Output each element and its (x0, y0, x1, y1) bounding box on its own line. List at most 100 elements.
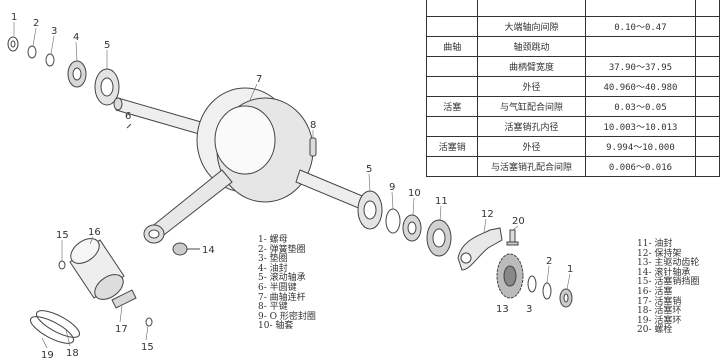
table-cell-item (477, 0, 586, 17)
table-row: 活塞 与气缸配合间隙 0.03～0.05 (425, 96, 720, 117)
callout-3: 3 (51, 26, 57, 37)
part-nut-1 (7, 36, 19, 52)
table-cell-extra (695, 116, 720, 137)
part-piston-pin-17 (111, 289, 137, 309)
table-cell-category: 曲轴 (425, 36, 479, 57)
legend-item: 8- 平键 (258, 302, 288, 313)
table-cell-extra (695, 76, 720, 97)
table-cell-value (584, 0, 697, 17)
part-oil-seal-11 (426, 219, 452, 257)
table-cell-category (425, 0, 479, 17)
table-cell-extra (695, 36, 720, 57)
table-cell-extra (695, 56, 720, 77)
part-retainer-12 (457, 227, 503, 271)
part-piston-16 (69, 238, 125, 300)
parts-legend-right: 11- 油封 12- 保持架 13- 主驱动齿轮 14- 滚针轴承 15- 活塞… (637, 239, 700, 336)
legend-item: 18- 活塞环 (637, 306, 682, 317)
callout-4: 4 (73, 32, 79, 43)
table-cell-extra (695, 0, 720, 17)
table-cell-extra (695, 16, 720, 37)
legend-item: 3- 垫圈 (258, 254, 288, 265)
part-needle-bearing-14 (172, 242, 188, 256)
callout-12: 12 (481, 209, 494, 220)
table-cell-item: 轴颈跳动 (477, 36, 586, 57)
part-circlip-15-top (58, 260, 66, 270)
table-row (425, 0, 720, 17)
part-piston-ring-19 (29, 316, 75, 344)
callout-6: 6 (125, 111, 131, 122)
legend-item: 5- 滚动轴承 (258, 273, 306, 284)
callout-9: 9 (389, 182, 395, 193)
callout-10: 10 (408, 188, 421, 199)
table-cell-category (425, 116, 479, 137)
table-cell-item: 与气缸配合间隙 (477, 96, 586, 117)
legend-item: 17- 活塞销 (637, 296, 682, 307)
table-cell-item: 大端轴向间隙 (477, 16, 586, 37)
callout-16: 16 (88, 227, 101, 238)
legend-item: 16- 活塞 (637, 286, 673, 297)
table-cell-category (425, 16, 479, 37)
part-crankshaft-7 (113, 87, 373, 244)
table-cell-category (425, 56, 479, 77)
callout-2: 2 (33, 18, 39, 29)
callout-13: 13 (496, 304, 509, 315)
legend-item: 14- 滚针轴承 (637, 267, 691, 278)
legend-item: 12- 保持架 (637, 248, 682, 259)
table-cell-category: 活塞销 (425, 136, 479, 157)
part-drive-gear-13 (496, 253, 524, 299)
table-cell-value: 37.90～37.95 (584, 56, 697, 77)
table-row: 大端轴向间隙 0.10～0.47 (425, 16, 720, 37)
callout-19: 19 (41, 350, 54, 361)
parts-legend-left: 1- 螺母 2- 弹簧垫圈 3- 垫圈 4- 油封 5- 滚动轴承 6- 半圆键… (258, 235, 316, 332)
spec-table: 大端轴向间隙 0.10～0.47 曲轴 轴颈跳动 曲柄臂宽度 37.90～37.… (425, 0, 720, 177)
callout-20: 20 (512, 216, 525, 227)
callout-18: 18 (66, 348, 79, 359)
table-cell-value (584, 36, 697, 57)
table-cell-category (425, 156, 479, 177)
part-spring-washer-2-right (542, 282, 552, 300)
table-cell-extra (695, 156, 720, 177)
callout-14: 14 (202, 245, 215, 256)
callout-3-right: 3 (526, 304, 532, 315)
legend-item: 10- 轴套 (258, 321, 294, 332)
table-cell-value: 10.003～10.013 (584, 116, 697, 137)
table-cell-item: 外径 (477, 76, 586, 97)
part-bolt-20 (506, 229, 519, 246)
table-cell-item: 与活塞销孔配合间隙 (477, 156, 586, 177)
table-cell-item: 曲柄臂宽度 (477, 56, 586, 77)
part-sleeve-10 (402, 214, 422, 242)
table-row: 曲轴 轴颈跳动 (425, 36, 720, 57)
table-cell-extra (695, 136, 720, 157)
legend-item: 19- 活塞环 (637, 315, 682, 326)
legend-item: 4- 油封 (258, 263, 288, 274)
callout-11: 11 (435, 196, 448, 207)
table-cell-category (425, 76, 479, 97)
callout-5-right: 5 (366, 164, 372, 175)
callout-15-top: 15 (56, 230, 69, 241)
legend-item: 1- 螺母 (258, 235, 288, 245)
part-oil-seal-4 (67, 60, 87, 88)
callout-2-right: 2 (546, 256, 552, 267)
callout-5: 5 (104, 40, 110, 51)
part-flat-key-8 (309, 137, 317, 157)
table-row: 外径 40.960～40.980 (425, 76, 720, 97)
legend-item: 20- 螺栓 (637, 325, 673, 336)
table-cell-extra (695, 96, 720, 117)
part-bearing-5-right (357, 190, 383, 230)
legend-item: 6- 半圆键 (258, 282, 297, 293)
table-cell-value: 9.994～10.000 (584, 136, 697, 157)
table-cell-value: 0.10～0.47 (584, 16, 697, 37)
callout-7: 7 (256, 74, 262, 85)
legend-item: 2- 弹簧垫圈 (258, 244, 306, 255)
callout-1: 1 (11, 12, 17, 23)
table-cell-value: 0.03～0.05 (584, 96, 697, 117)
callout-15-bottom: 15 (141, 342, 154, 353)
part-o-ring-9 (385, 208, 401, 234)
legend-item: 15- 活塞销挡圈 (637, 277, 700, 288)
table-cell-category: 活塞 (425, 96, 479, 117)
table-cell-item: 活塞销孔内径 (477, 116, 586, 137)
part-circlip-15-bottom (145, 317, 153, 327)
table-cell-item: 外径 (477, 136, 586, 157)
table-row: 活塞销 外径 9.994～10.000 (425, 136, 720, 157)
